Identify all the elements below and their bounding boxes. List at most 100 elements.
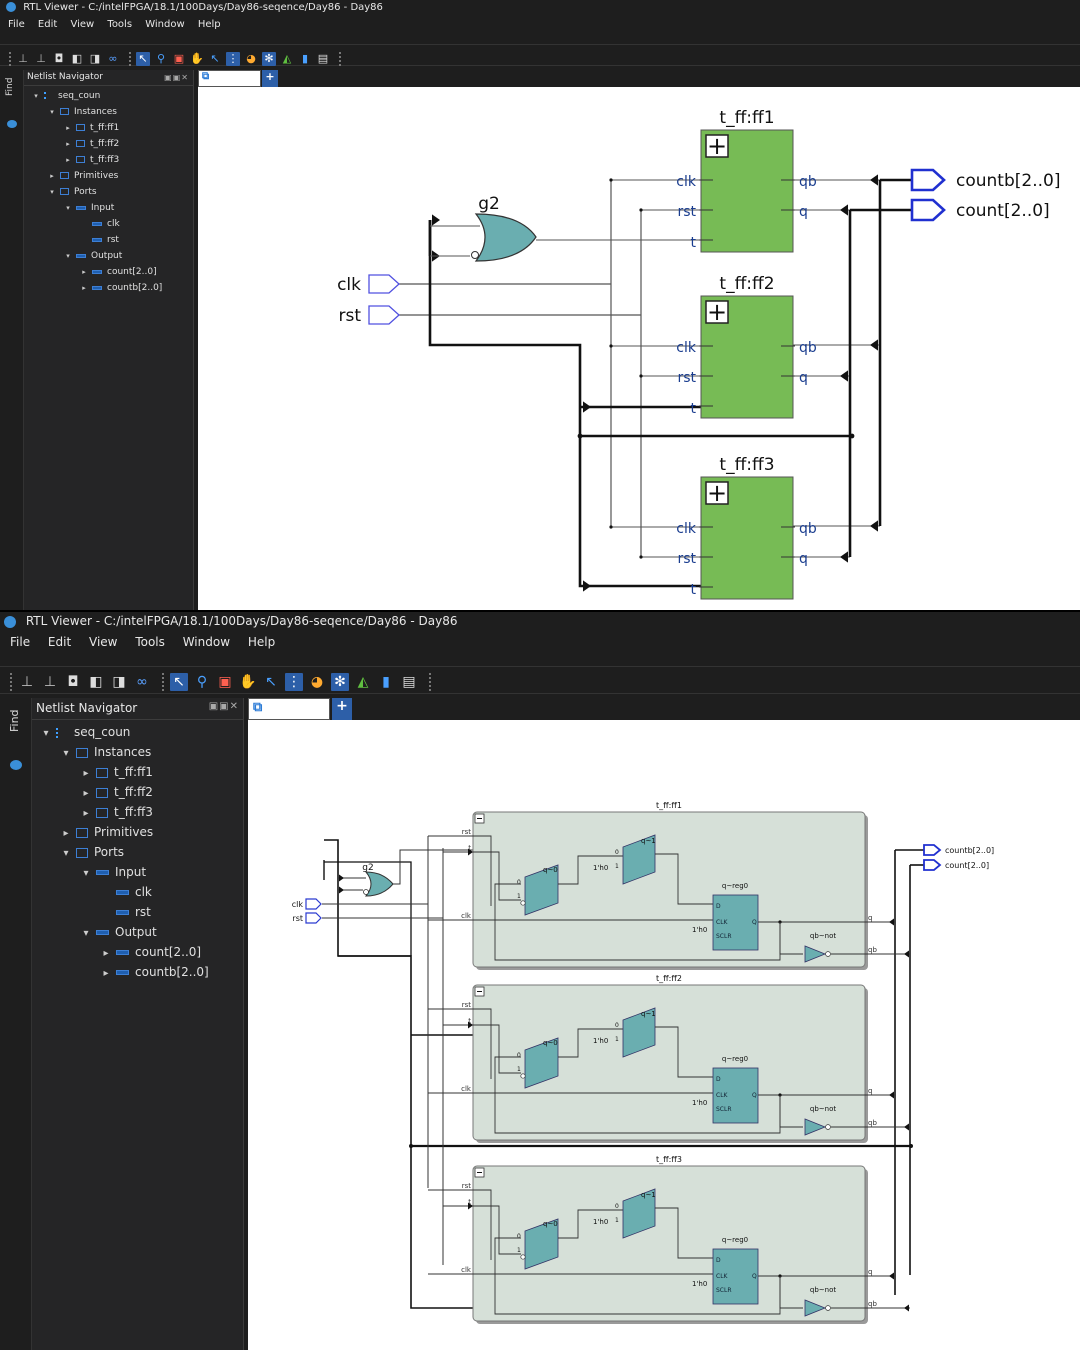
input-port-clk[interactable]: [305, 898, 322, 910]
input-port-rst[interactable]: [368, 305, 400, 325]
tree-item[interactable]: ▸countb[2..0]: [76, 280, 162, 296]
hand-icon[interactable]: ✋: [239, 673, 257, 690]
hand-icon[interactable]: ✋: [190, 51, 204, 65]
expand-arrow-right-icon[interactable]: ▸: [83, 808, 89, 819]
expand-arrow-down-icon[interactable]: ▾: [63, 748, 69, 759]
tree-item[interactable]: rst: [76, 232, 119, 248]
mux-q1-icon[interactable]: [622, 1188, 656, 1239]
settings-icon[interactable]: ✻: [262, 51, 276, 66]
expand-block-icon[interactable]: [705, 300, 729, 324]
output-port-count[interactable]: [910, 198, 946, 222]
expand-arrow-down-icon[interactable]: ▾: [50, 108, 54, 116]
menu-window[interactable]: Window: [145, 19, 185, 30]
bell-icon[interactable]: ◭: [282, 51, 292, 65]
tree-item[interactable]: rst: [96, 902, 151, 922]
expand-arrow-down-icon[interactable]: ▾: [66, 252, 70, 260]
inverter-qb-not-icon[interactable]: [804, 945, 827, 963]
tree-item[interactable]: ▾Ports: [44, 184, 96, 200]
fit-icon[interactable]: ◘: [67, 673, 79, 690]
tree-item[interactable]: clk: [96, 882, 152, 902]
expand-arrow-down-icon[interactable]: ▾: [43, 728, 49, 739]
or-gate-g2-icon[interactable]: [364, 871, 394, 897]
select-icon[interactable]: ↖: [170, 672, 188, 691]
expand-arrow-right-icon[interactable]: ▸: [82, 268, 86, 276]
tree-item[interactable]: ▸countb[2..0]: [96, 962, 208, 982]
tree-item[interactable]: ▸Primitives: [56, 822, 153, 842]
menu-file[interactable]: File: [10, 635, 31, 649]
menu-file[interactable]: File: [8, 19, 25, 30]
toolbar-grip-icon[interactable]: [10, 672, 12, 691]
tree-item[interactable]: ▾Output: [60, 248, 122, 264]
inverter-qb-not-icon[interactable]: [804, 1299, 827, 1317]
hierarchy-icon[interactable]: ▮: [382, 673, 390, 690]
palette-icon[interactable]: ◕: [310, 673, 324, 690]
expand-arrow-right-icon[interactable]: ▸: [66, 140, 70, 148]
pin2-icon[interactable]: ⊥: [36, 51, 46, 65]
t-ff-block[interactable]: [472, 811, 866, 968]
expand-arrow-down-icon[interactable]: ▾: [34, 92, 38, 100]
output-port-countb[interactable]: [923, 844, 942, 856]
menu-view[interactable]: View: [89, 635, 118, 649]
tree-item[interactable]: ▸t_ff:ff1: [60, 120, 119, 136]
menu-help[interactable]: Help: [247, 635, 276, 649]
register-q-reg0[interactable]: [712, 894, 759, 951]
menu-edit[interactable]: Edit: [37, 19, 58, 30]
binoculars-icon[interactable]: ∞: [108, 51, 118, 65]
mux-q1-icon[interactable]: [622, 834, 656, 885]
menu-tools[interactable]: Tools: [135, 635, 165, 649]
select-icon[interactable]: ↖: [136, 51, 150, 66]
or-gate-g2-icon[interactable]: [474, 213, 537, 262]
toolbar-grip-icon[interactable]: [162, 672, 164, 691]
mux-q1-icon[interactable]: [622, 1007, 656, 1058]
add-tab-button[interactable]: +: [332, 698, 352, 720]
zoom-icon[interactable]: ⚲: [156, 51, 166, 65]
panel-controls-icon[interactable]: ▣▣✕: [164, 73, 189, 82]
expand-arrow-right-icon[interactable]: ▸: [83, 768, 89, 779]
tree-item[interactable]: ▸t_ff:ff3: [60, 152, 119, 168]
tree-item[interactable]: ▾Ports: [56, 842, 124, 862]
back-icon[interactable]: ◧: [71, 51, 83, 65]
tree-item[interactable]: ▾Instances: [56, 742, 151, 762]
fit-icon[interactable]: ◘: [54, 51, 64, 65]
pin-icon[interactable]: ⊥: [20, 673, 34, 690]
pin-icon[interactable]: ⊥: [18, 51, 28, 65]
pointer-icon[interactable]: ↖: [210, 51, 220, 65]
expand-arrow-down-icon[interactable]: ▾: [66, 204, 70, 212]
expand-arrow-right-icon[interactable]: ▸: [63, 828, 69, 839]
expand-arrow-right-icon[interactable]: ▸: [82, 284, 86, 292]
expand-arrow-right-icon[interactable]: ▸: [83, 788, 89, 799]
print-icon[interactable]: ▤: [317, 51, 329, 65]
expand-block-icon[interactable]: [705, 481, 729, 505]
expand-arrow-right-icon[interactable]: ▸: [50, 172, 54, 180]
print-icon[interactable]: ▤: [402, 673, 416, 690]
t-ff-block[interactable]: [472, 1165, 866, 1322]
find-tab[interactable]: Find: [5, 77, 15, 96]
expand-arrow-down-icon[interactable]: ▾: [83, 868, 89, 879]
settings-icon[interactable]: ✻: [331, 672, 349, 691]
expand-arrow-right-icon[interactable]: ▸: [103, 968, 109, 979]
palette-icon[interactable]: ◕: [246, 51, 256, 65]
tree-item[interactable]: ▸t_ff:ff2: [76, 782, 152, 802]
chat-bubble-icon[interactable]: [10, 760, 22, 770]
tree-item[interactable]: ▸count[2..0]: [96, 942, 201, 962]
menu-edit[interactable]: Edit: [47, 635, 72, 649]
expand-arrow-down-icon[interactable]: ▾: [50, 188, 54, 196]
forward-icon[interactable]: ◨: [89, 51, 101, 65]
expand-block-icon[interactable]: [705, 134, 729, 158]
expand-arrow-right-icon[interactable]: ▸: [66, 124, 70, 132]
tree-item[interactable]: ▸count[2..0]: [76, 264, 156, 280]
register-q-reg0[interactable]: [712, 1067, 759, 1124]
toolbar-grip-icon[interactable]: [339, 51, 341, 66]
back-icon[interactable]: ◧: [89, 673, 103, 690]
expand-arrow-right-icon[interactable]: ▸: [103, 948, 109, 959]
pointer-icon[interactable]: ↖: [265, 673, 277, 690]
tree-item[interactable]: ▾Input: [60, 200, 114, 216]
menu-window[interactable]: Window: [182, 635, 231, 649]
menu-help[interactable]: Help: [197, 19, 221, 30]
t-ff-block[interactable]: [472, 984, 866, 1141]
tree-item[interactable]: ▸t_ff:ff3: [76, 802, 152, 822]
tree-item[interactable]: ▾Instances: [44, 104, 117, 120]
tree-item[interactable]: ▾Input: [76, 862, 146, 882]
